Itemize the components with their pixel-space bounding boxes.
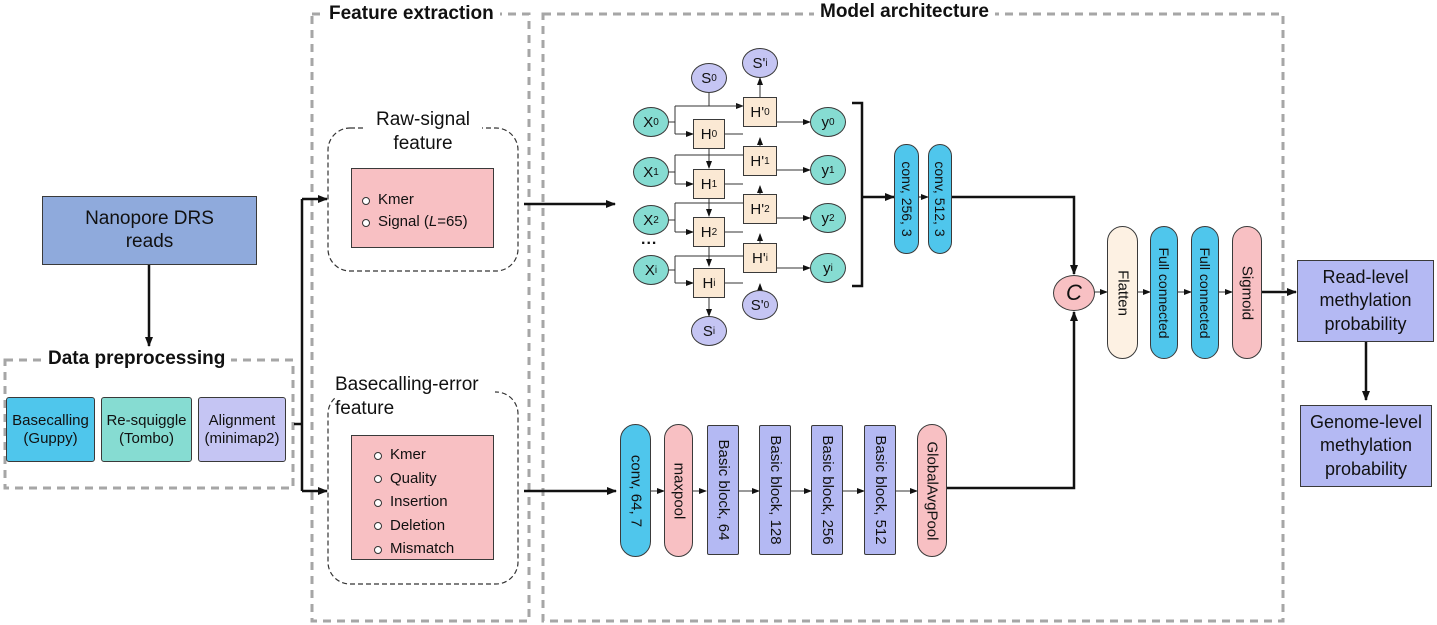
error-item-quality: Quality [370,467,493,491]
rnn-s-prime-i-top-node: S'i [742,48,778,78]
alignment-box: Alignment (minimap2) [198,397,286,462]
resquiggle-box: Re-squiggle (Tombo) [101,397,192,462]
error-item-insertion: Insertion [370,490,493,514]
rnn-s0-prime-node: S'0 [742,290,778,320]
basecalling-line2: (Guppy) [23,429,78,447]
error-title-line1: Basecalling-error [335,374,479,395]
genome-level-output: Genome-level methylation probability [1300,405,1432,487]
raw-signal-title-line1: Raw-signal [376,109,470,130]
signal-length-symbol: L [428,213,438,230]
raw-signal-feature-box: Kmer Signal (L=65) [351,168,494,248]
full-connected-layer-1: Full connected [1150,226,1178,359]
data-preprocessing-title: Data preprocessing [42,348,232,370]
rnn-hp0-box: H'0 [743,97,777,127]
read-level-line3: probability [1324,313,1407,334]
input-nanopore-reads: Nanopore DRS reads [42,196,257,265]
rnn-hp1-box: H'1 [743,146,777,176]
error-item-kmer: Kmer [370,443,493,467]
alignment-line2: (minimap2) [204,429,280,447]
read-level-line2: methylation [1319,290,1412,311]
resnet-basic-block-256: Basic block, 256 [811,425,843,555]
raw-signal-feature-title: Raw-signal feature [364,108,482,156]
rnn-hp2-box: H'2 [743,194,777,224]
error-item-deletion: Deletion [370,514,493,538]
conv-512-3-layer: conv, 512, 3 [928,144,952,254]
resnet-basic-block-128: Basic block, 128 [759,425,791,555]
signal-label: Signal ( [378,213,429,230]
genome-level-line3: probability [1324,458,1408,479]
read-level-line1: Read-level [1322,267,1409,288]
feature-extraction-title: Feature extraction [323,3,500,25]
concat-node: C [1053,275,1095,311]
error-item-mismatch: Mismatch [370,537,493,561]
model-architecture-title: Model architecture [814,1,995,23]
rnn-hpi-box: H'i [743,243,777,273]
signal-length-value: =65) [437,213,468,230]
flatten-layer: Flatten [1107,226,1138,359]
basecalling-error-feature-box: Kmer Quality Insertion Deletion Mismatch [351,435,494,560]
basecalling-line1: Basecalling [12,411,89,429]
read-level-output: Read-level methylation probability [1297,260,1434,342]
alignment-line1: Alignment [208,411,276,429]
sigmoid-layer: Sigmoid [1232,226,1262,359]
resnet-basic-block-64: Basic block, 64 [707,425,739,555]
basecalling-error-feature-title: Basecalling-error feature [335,373,495,421]
rnn-ellipsis: ... [641,231,658,248]
basecalling-box: Basecalling (Guppy) [6,397,95,462]
genome-level-line1: Genome-level [1309,412,1423,433]
resnet-basic-block-512: Basic block, 512 [864,425,896,555]
resnet-conv-64-7: conv, 64, 7 [620,424,651,557]
conv-256-3-layer: conv, 256, 3 [894,144,919,254]
rnn-output-bracket [852,101,864,288]
feature-extraction-frame [310,12,531,623]
pool-to-concat-arrow [947,311,1078,490]
raw-feature-item-kmer: Kmer [358,189,493,211]
genome-level-line2: methylation [1319,435,1413,456]
conv-to-concat-arrow [951,195,1078,275]
resnet-maxpool: maxpool [664,424,693,557]
full-connected-layer-2: Full connected [1191,226,1219,359]
input-line2: reads [125,230,174,252]
resquiggle-line1: Re-squiggle [106,411,187,429]
resquiggle-line2: (Tombo) [118,429,174,447]
resnet-global-avg-pool: GlobalAvgPool [917,424,947,557]
error-title-line2: feature [335,397,395,419]
raw-signal-title-line2: feature [393,132,453,154]
raw-feature-item-signal: Signal (L=65) [358,211,493,233]
input-line1: Nanopore DRS [85,207,214,229]
